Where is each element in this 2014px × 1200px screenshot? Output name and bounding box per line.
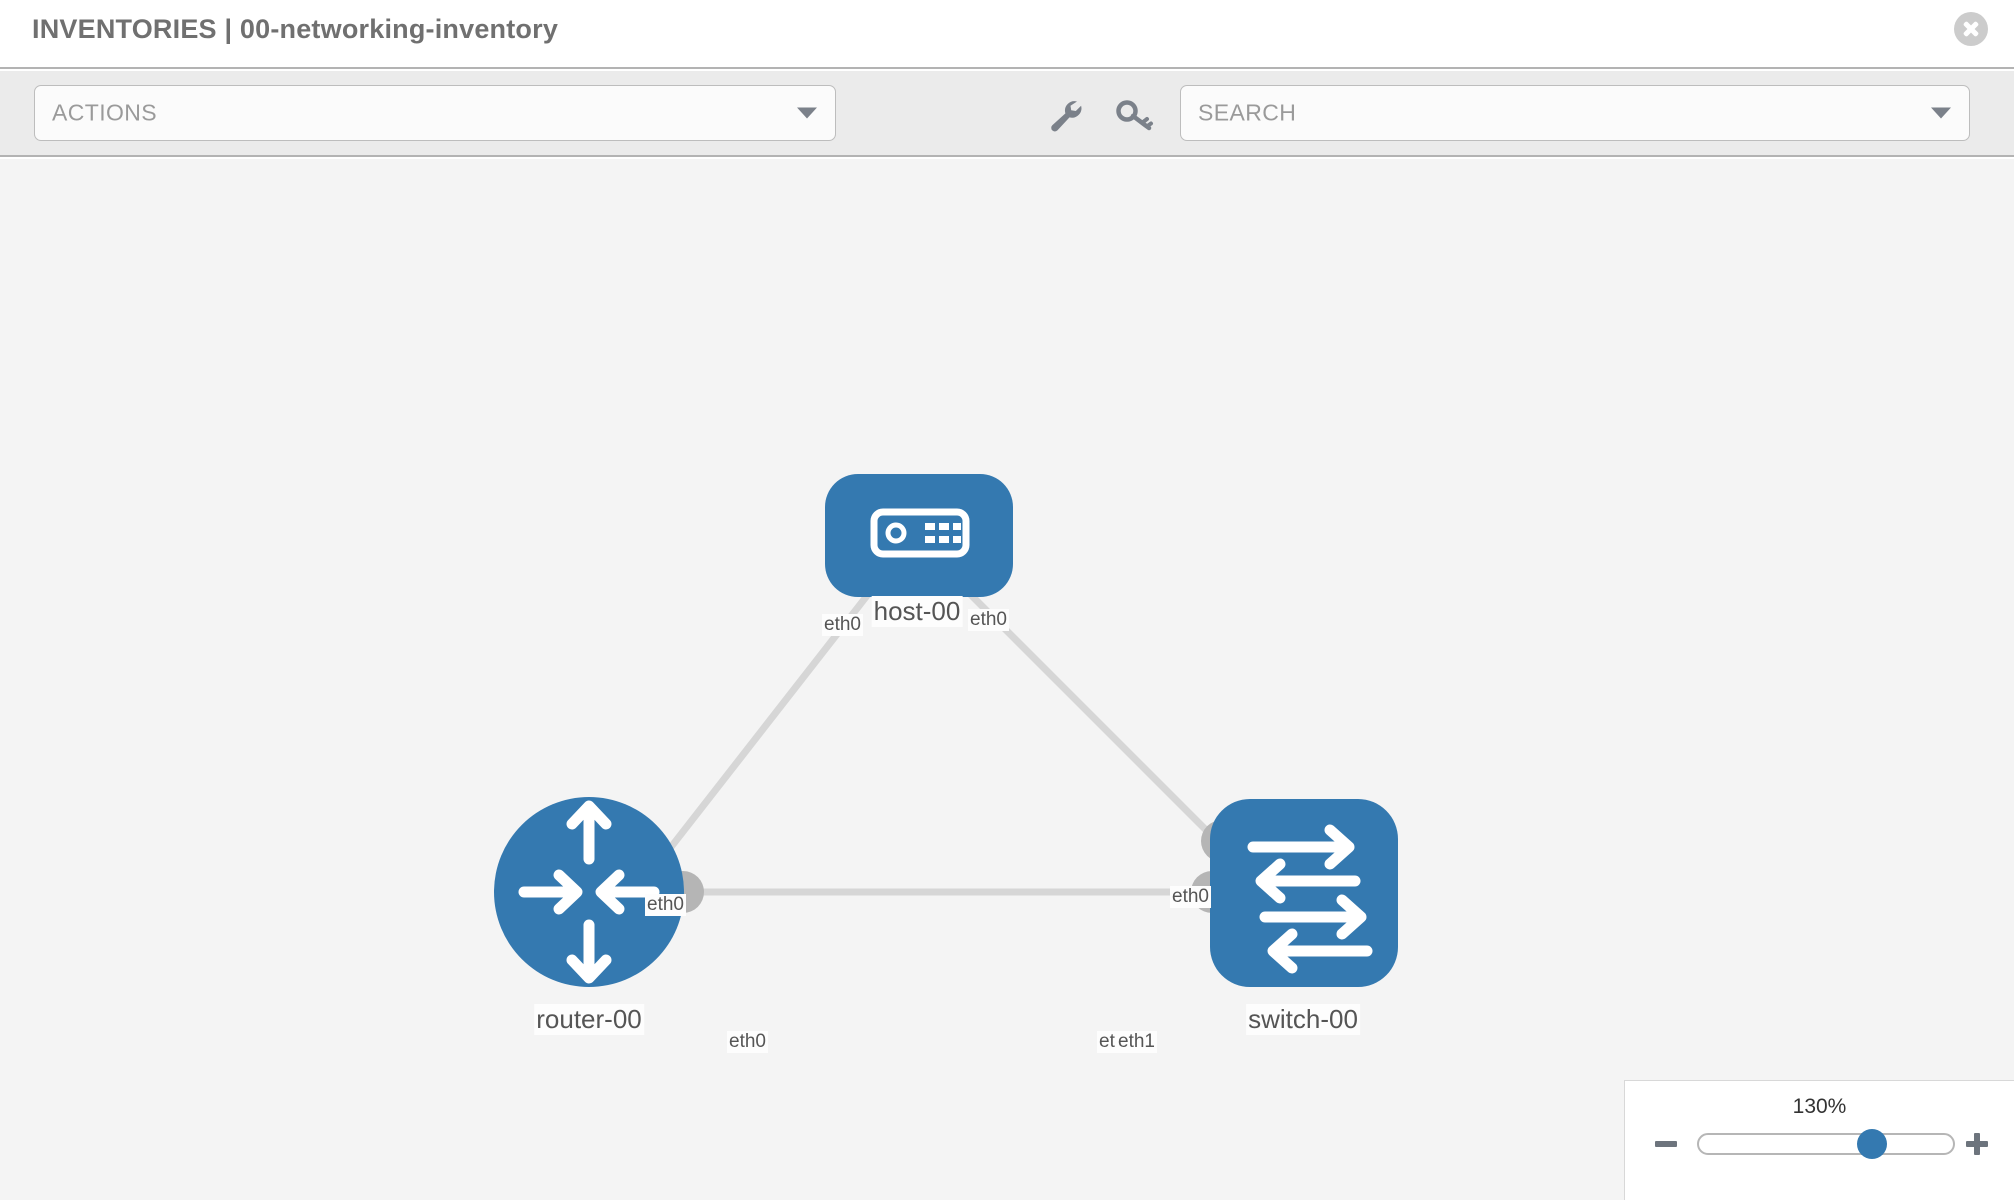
- zoom-control-panel: 130%: [1624, 1080, 2014, 1200]
- zoom-slider[interactable]: [1697, 1129, 1955, 1159]
- wrench-icon[interactable]: [1046, 97, 1086, 133]
- interface-label-switch-to-router: eth1: [1116, 1031, 1157, 1053]
- zoom-in-button[interactable]: [1962, 1129, 1992, 1159]
- node-host-00: [825, 474, 1013, 597]
- key-icon[interactable]: [1114, 97, 1154, 133]
- close-icon[interactable]: [1954, 12, 1988, 46]
- page-title: INVENTORIES | 00-networking-inventory: [32, 14, 559, 44]
- topology-graph: [494, 474, 1398, 987]
- server-icon: [870, 508, 970, 558]
- node-router-00: [494, 797, 684, 987]
- topology-canvas[interactable]: host-00 router-00 switch-00 eth0 eth0 et…: [0, 159, 2014, 1200]
- node-switch-00: [1210, 799, 1398, 987]
- interface-label-host-to-switch: eth0: [968, 609, 1009, 631]
- node-label-switch-00[interactable]: switch-00: [1246, 1004, 1360, 1035]
- interface-label-host-to-router: eth0: [822, 614, 863, 636]
- switch-arrows-icon: [1247, 824, 1373, 974]
- node-label-router-00[interactable]: router-00: [534, 1004, 644, 1035]
- actions-dropdown-label: ACTIONS: [52, 99, 158, 126]
- search-input[interactable]: SEARCH: [1180, 85, 1970, 141]
- toolbar: ACTIONS SEARCH: [0, 71, 2014, 157]
- actions-dropdown[interactable]: ACTIONS: [34, 85, 836, 141]
- chevron-down-icon: [797, 107, 817, 119]
- chevron-down-icon: [1931, 107, 1951, 119]
- zoom-slider-handle[interactable]: [1856, 1129, 1887, 1159]
- page-header: INVENTORIES | 00-networking-inventory: [0, 0, 2014, 69]
- node-label-host-00[interactable]: host-00: [871, 596, 963, 627]
- search-placeholder: SEARCH: [1198, 99, 1297, 126]
- interface-label-switch-to-host: eth0: [1170, 886, 1211, 908]
- interface-label-router-to-switch: eth0: [727, 1031, 768, 1053]
- router-arrows-icon: [518, 800, 660, 984]
- zoom-level-value: 130%: [1792, 1095, 1847, 1118]
- interface-label-router-to-host: eth0: [645, 894, 686, 916]
- zoom-out-button[interactable]: [1651, 1129, 1681, 1159]
